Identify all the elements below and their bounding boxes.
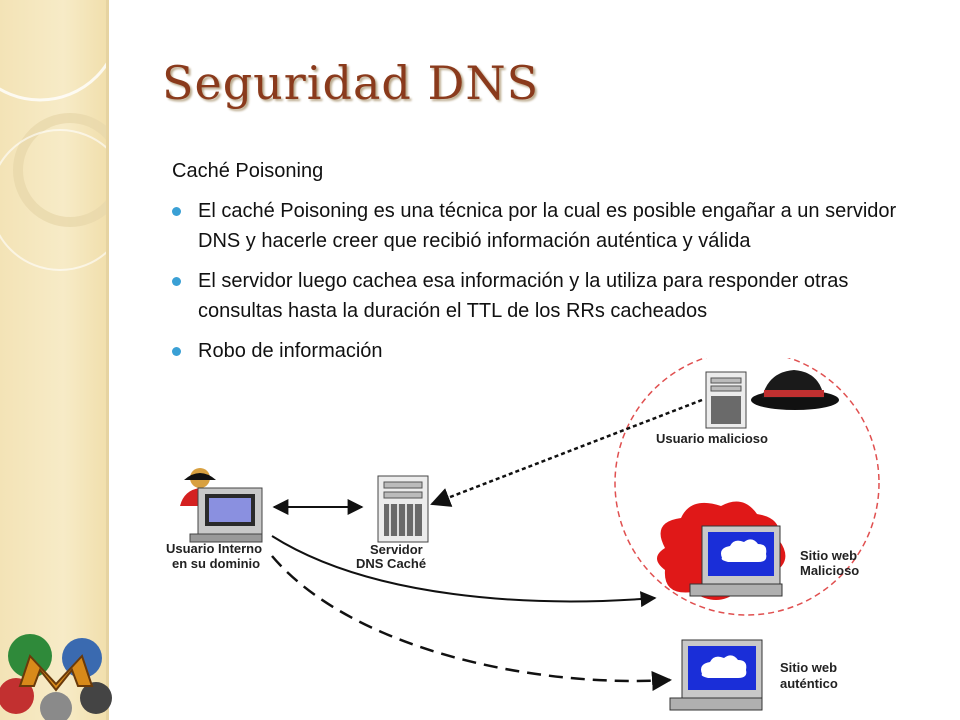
- monitor-icon: [669, 639, 763, 711]
- intended-arrow: [271, 555, 672, 692]
- logo-emblem-icon: [0, 634, 112, 720]
- bullet-item: El caché Poisoning es una técnica por la…: [168, 196, 908, 256]
- bullet-text: El caché Poisoning es una técnica por la…: [198, 200, 897, 252]
- bullet-item: Robo de información: [168, 336, 908, 366]
- slide-subtitle: Caché Poisoning: [172, 160, 324, 182]
- decorative-side-band: [0, 0, 131, 720]
- bullet-icon: [172, 347, 181, 356]
- redirect-arrow: [271, 535, 657, 608]
- bullet-icon: [172, 277, 181, 286]
- danger-zone-circle: [614, 358, 880, 616]
- bullet-item: El servidor luego cachea esa información…: [168, 266, 908, 326]
- server-label-line1: Servidor: [370, 542, 423, 557]
- malicious-site-label-line1: Sitio web: [800, 548, 857, 563]
- dns-poisoning-diagram: Usuario Interno en su dominio Servidor D…: [166, 358, 880, 711]
- poison-arrow: [430, 398, 703, 507]
- authentic-site-label-line1: Sitio web: [780, 660, 837, 675]
- bullet-text: El servidor luego cachea esa información…: [198, 270, 849, 322]
- black-hat-hacker-icon: [705, 370, 839, 429]
- user-label-line1: Usuario Interno: [166, 541, 262, 556]
- monitor-red-cloud-icon: [657, 501, 786, 600]
- authentic-site-label-line2: auténtico: [780, 676, 838, 691]
- decorative-circles: [0, 0, 131, 271]
- server-label-line2: DNS Caché: [356, 556, 426, 571]
- server-tower-icon: [377, 475, 429, 543]
- malicious-site-label-line2: Malicioso: [800, 563, 859, 578]
- bullet-text: Robo de información: [198, 340, 383, 362]
- attacker-label: Usuario malicioso: [656, 431, 768, 446]
- bullet-icon: [172, 207, 181, 216]
- bullet-list: El caché Poisoning es una técnica por la…: [168, 196, 908, 376]
- user-label-line2: en su dominio: [172, 556, 260, 571]
- page-title: Seguridad DNS: [162, 56, 540, 110]
- person-at-computer-icon: [180, 468, 263, 543]
